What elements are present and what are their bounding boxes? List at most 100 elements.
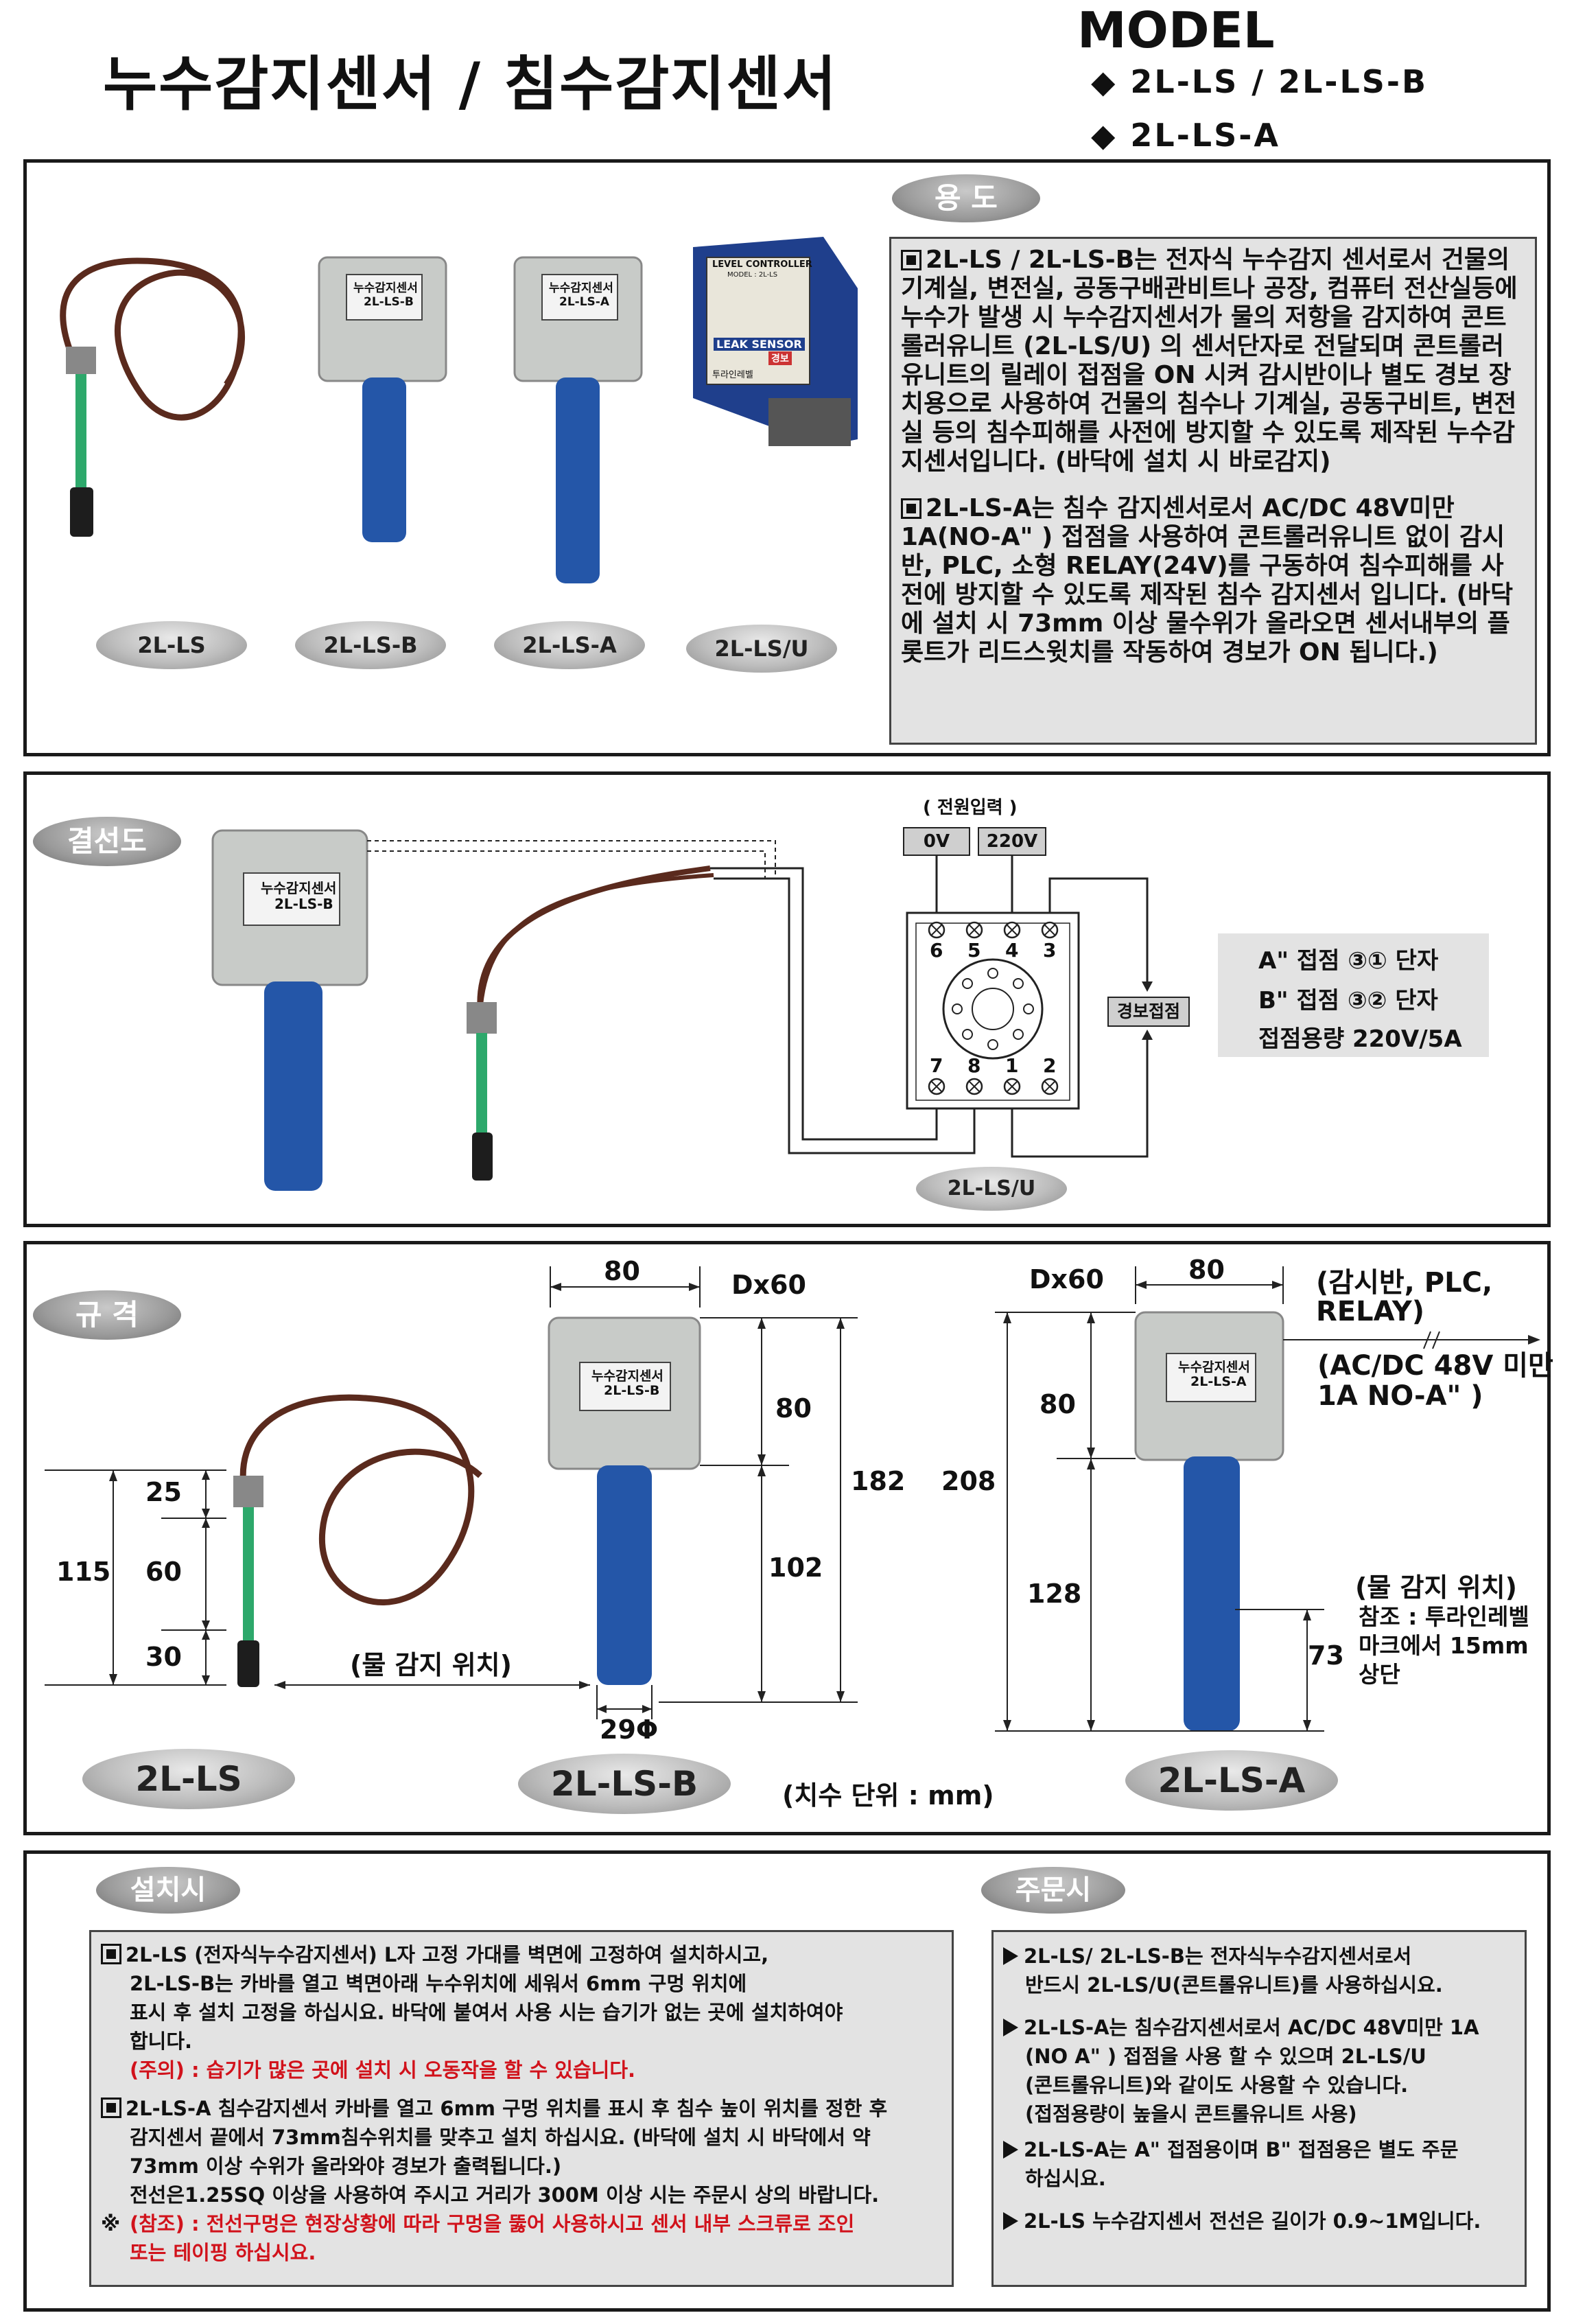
legend-item: 접점용량 220V/5A	[1258, 1025, 1462, 1053]
product-label: 2L-LS	[96, 621, 247, 669]
order-text: 반드시	[1025, 1973, 1088, 1997]
install-line: 2L-LS-B는 카바를 열고 벽면아래 누수위치에 세워서 6mm 구멍 위치…	[101, 1969, 942, 1998]
order-line: (콘트롤유니트)와 같이도 사용할 수 있습니다.	[1003, 2071, 1515, 2100]
name-plate	[579, 1362, 671, 1411]
reference-text: (참조) : 전선구멍은 현장상황에 따라 구멍을 뚫어 사용하시고 센서 내부…	[130, 2212, 855, 2235]
install-reference-line: 또는 테이핑 하십시요.	[130, 2241, 316, 2264]
order-item-2: 2L-LS-A는 침수감지센서로서 AC/DC 48V미만 1A	[1003, 2013, 1515, 2042]
install-line: 73mm 이상 수위가 올라와야 경보가 출력됩니다.)	[130, 2154, 562, 2178]
order-bold: (콘트롤유니트)	[1025, 2073, 1153, 2097]
spec-label: 2L-LS-B	[518, 1754, 731, 1814]
bullet-icon	[901, 498, 921, 519]
install-text: (전자식누수감지센서) L자 고정 가대를 벽면에 고정하여 설치하시고,	[187, 1943, 769, 1966]
probe-tip	[70, 487, 93, 537]
para-text: 접점을 사용하여 콘트롤러유니트 없이 감시반, PLC, 소형 RELAY(2…	[901, 523, 1514, 666]
wire	[710, 867, 938, 1141]
usage-para-1: 2L-LS / 2L-LS-B는 전자식 누수감지 센서로서 건물의 기계실, …	[901, 246, 1525, 476]
order-item-3: 2L-LS-A는 A" 접점용이며 B" 접점용은 별도 주문	[1003, 2135, 1515, 2164]
install-line: 표시 후 설치 고정을 하십시요. 바닥에 붙여서 사용 시는 습기가 없는 곳…	[130, 2001, 843, 2024]
dim-ls-b: 60	[145, 1557, 182, 1587]
order-text: 접점을 사용 할 수 있으며	[1116, 2045, 1341, 2068]
power-220v: 220V	[978, 827, 1046, 856]
model-name: 2L-LS-A	[1130, 117, 1280, 154]
order-text: 를 사용하십시요.	[1300, 1973, 1443, 1997]
order-bold: 2L-LS/U	[1341, 2045, 1426, 2068]
cable-gland	[233, 1476, 263, 1507]
para-bold: AC/DC 48V미만 1A(NO-A" )	[901, 494, 1455, 551]
controller-label: LEVEL CONTROLLER	[712, 259, 812, 270]
bullet-icon	[101, 2098, 121, 2118]
order-line: (접점용량이 높을시 콘트롤유니트 사용)	[1025, 2102, 1357, 2126]
cable-gland	[66, 347, 96, 374]
order-item-4: 2L-LS 누수감지센서 전선은 길이가 0.9~1M입니다.	[1003, 2207, 1515, 2235]
order-bold: 2L-LS/ 2L-LS-B	[1024, 1944, 1185, 1968]
order-text: 는 전자식누수감지센서로서	[1184, 1944, 1412, 1968]
order-text: 는 침수감지센서로서	[1109, 2016, 1288, 2039]
legend-item: B" 접점 ③② 단자	[1258, 987, 1438, 1014]
sensor-tube	[362, 377, 406, 542]
controller-front	[706, 257, 810, 385]
install-warning: (주의) : 습기가 많은 곳에 설치 시 오동작을 할 수 있습니다.	[130, 2058, 636, 2082]
pin-label: 5	[967, 939, 981, 962]
sensor-tube	[1184, 1456, 1240, 1731]
name-plate	[243, 872, 340, 926]
wiring-plate-model: 2L-LS-B	[274, 896, 333, 912]
arrow-icon	[1003, 2019, 1018, 2036]
order-item-1: 2L-LS/ 2L-LS-B는 전자식누수감지센서로서	[1003, 1942, 1515, 1971]
cable	[478, 873, 714, 1013]
order-line: (NO A" ) 접점을 사용 할 수 있으며 2L-LS/U	[1003, 2042, 1515, 2071]
dim-ls-a: 25	[145, 1477, 182, 1507]
wiring-section	[23, 771, 1551, 1227]
spec-section	[23, 1241, 1551, 1835]
controller-name: LEAK SENSOR	[714, 338, 805, 351]
contact-spec-label: (AC/DC 48V 미만 1A NO-A" )	[1317, 1350, 1553, 1412]
dim-b-depth: Dx60	[731, 1270, 806, 1300]
wire	[714, 877, 976, 1154]
install-line: 감지센서 끝에서 73mm침수위치를 맞추고 설치 하십시요. (바닥에 설치 …	[130, 2126, 871, 2149]
controller-model: MODEL : 2L-LS	[727, 271, 778, 279]
product-label: 2L-LS-B	[295, 621, 446, 669]
arrow-icon	[1003, 1947, 1018, 1965]
para-bold: 2L-LS-A	[926, 494, 1032, 522]
unit-label: 2L-LS/U	[916, 1167, 1067, 1211]
spec-plate-title-a: 누수감지센서	[1178, 1360, 1250, 1375]
order-text: 는 A" 접점용이며 B" 접점용은 별도 주문	[1109, 2138, 1459, 2161]
model-list-item: ◆ 2L-LS-A	[1091, 117, 1280, 154]
probe-tip	[472, 1132, 493, 1181]
order-text: 와 같이도 사용할 수 있습니다.	[1153, 2073, 1409, 2097]
green-wire	[243, 1507, 254, 1645]
install-text: 침수감지센서 카바를 열고 6mm 구멍 위치를 표시 후 침수 높이 위치를 …	[211, 2097, 888, 2120]
output-label: (감시반, PLC, RELAY)	[1316, 1267, 1493, 1327]
sensor-tube	[597, 1465, 652, 1685]
page-title: 누수감지센서 / 침수감지센서	[103, 50, 838, 119]
name-plate	[346, 274, 423, 321]
usage-para-2: 2L-LS-A는 침수 감지센서로서 AC/DC 48V미만 1A(NO-A" …	[901, 494, 1525, 667]
dim-a-depth: Dx60	[1029, 1264, 1104, 1294]
ls-dimension-lines	[45, 1469, 590, 1686]
alarm-contact-label: 경보접점	[1107, 997, 1190, 1027]
name-plate	[1166, 1353, 1256, 1402]
dim-b-width: 80	[604, 1256, 640, 1286]
usage-tag: 용 도	[892, 174, 1040, 222]
install-line: 전선은1.25SQ 이상을 사용하여 주시고 거리가 300M 이상 시는 주문…	[130, 2183, 880, 2207]
para-bold: 2L-LS / 2L-LS-B	[926, 246, 1135, 274]
water-position-label: (물 감지 위치)	[350, 1650, 512, 1680]
controller-maker: 투라인레벨	[712, 370, 753, 380]
arrow-icon	[1003, 2141, 1018, 2159]
pin-label: 4	[1005, 939, 1019, 962]
install-item-2: 2L-LS-A 침수감지센서 카바를 열고 6mm 구멍 위치를 표시 후 침수…	[101, 2094, 942, 2123]
product-label: 2L-LS-A	[494, 621, 645, 669]
dim-a-water: 73	[1308, 1640, 1344, 1671]
model-list-item: ◆ 2L-LS / 2L-LS-B	[1091, 63, 1429, 100]
order-bold: 2L-LS/U(콘트롤유니트)	[1087, 1973, 1300, 1997]
dim-b-lower: 102	[768, 1553, 823, 1583]
order-text: 누수감지센서 전선은 길이가 0.9~1M입니다.	[1085, 2209, 1481, 2233]
dotted-wire	[367, 850, 766, 879]
install-bold: 2L-LS-B	[130, 1972, 215, 1995]
pin-label: 3	[1043, 939, 1057, 962]
spec-tag: 규 격	[33, 1290, 181, 1340]
dim-b-diameter: 29Φ	[600, 1715, 659, 1745]
controller-terminals	[768, 398, 851, 446]
arrow-icon	[1003, 2212, 1018, 2230]
